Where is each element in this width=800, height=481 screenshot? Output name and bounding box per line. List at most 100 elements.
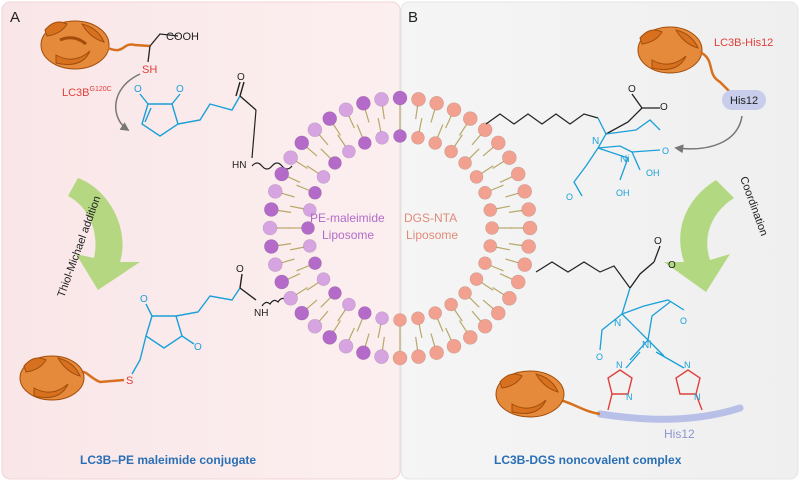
lipid-tail-outer	[295, 160, 308, 170]
lipid-head-inner	[342, 297, 356, 312]
liposome-right-line2: Liposome	[406, 228, 458, 242]
lipid-tail-inner	[495, 205, 510, 210]
lipid-tail-outer	[508, 243, 523, 247]
lipid-tail-outer	[482, 299, 495, 310]
nta-o-top: O	[628, 84, 636, 95]
lipid-tail-inner	[436, 318, 444, 332]
lipid-tail-outer	[430, 108, 436, 123]
lipid-head-inner	[375, 311, 389, 326]
lipid-tail-outer	[332, 320, 342, 333]
liposome-left-line1: PE-maleimide	[310, 211, 385, 225]
coordination-curve-arrow	[674, 115, 743, 154]
panel-b-letter: B	[408, 9, 418, 26]
lipid-tail-inner	[296, 184, 310, 192]
lipid-head-inner	[342, 144, 356, 159]
liposome-left-line2: Liposome	[322, 228, 374, 242]
attack-arrow	[115, 73, 141, 132]
lipid-head-inner	[469, 170, 484, 184]
conjugate-amide-o: O	[236, 264, 244, 275]
lipid-head-outer	[521, 239, 536, 254]
lipid-tail-outer	[364, 333, 370, 348]
lipid-tail-inner	[306, 165, 319, 175]
lipid-tail-outer	[471, 310, 482, 323]
nta-n-top: N	[592, 136, 599, 147]
maleimide-o-top: O	[176, 84, 184, 95]
lipid-head-outer	[262, 220, 278, 236]
nta-ni-top-label: Ni	[620, 154, 629, 165]
linker-bottom-right	[559, 398, 601, 416]
lipid-head-outer	[510, 274, 526, 290]
nta-o-left: O	[566, 192, 573, 202]
lipid-head-inner	[301, 221, 315, 235]
lipid-tail-inner	[490, 264, 504, 272]
imidazole-left	[607, 369, 633, 411]
lipid-tail-outer	[280, 192, 295, 198]
nta-ni-bottom	[599, 245, 685, 361]
lipid-head-inner	[478, 185, 492, 200]
lipid-tail-inner	[290, 205, 305, 210]
lipid-tail-inner	[453, 134, 463, 147]
lipid-head-outer	[502, 290, 517, 306]
lipid-head-outer	[307, 122, 323, 138]
lipid-head-inner	[428, 306, 443, 320]
nta-b-o-left: O	[596, 352, 603, 362]
lipid-tail-top-right	[485, 113, 599, 125]
lipid-head-outer	[338, 102, 354, 118]
lipid-head-outer	[462, 111, 478, 126]
lipid-tail-outer	[482, 146, 495, 157]
lipid-head-outer	[294, 135, 310, 151]
lipid-head-outer	[374, 92, 389, 107]
lipid-head-outer	[477, 122, 493, 138]
protein-bottom-left	[19, 355, 85, 401]
conjugate-o-top: O	[140, 294, 148, 305]
lipid-head-inner	[483, 203, 498, 217]
lipid-head-outer	[274, 166, 290, 182]
linker-top-right	[699, 50, 731, 93]
nta-b-o-top: O	[654, 236, 662, 247]
lipid-tail-inner	[337, 309, 347, 322]
reaction-arrow-a	[68, 178, 140, 290]
lipid-head-outer	[517, 257, 533, 272]
lipid-tail-inner	[320, 296, 332, 308]
lipid-head-inner	[411, 311, 425, 326]
nh-label: NH	[254, 308, 268, 319]
lipid-tail-outer	[415, 336, 419, 351]
lipid-tail-inner	[490, 184, 504, 192]
lipid-head-inner	[411, 130, 425, 145]
lipid-tail-outer	[305, 146, 318, 157]
lipid-head-outer	[411, 92, 426, 107]
imidazole-n-1: N	[616, 360, 623, 370]
lipid-tail-outer	[381, 336, 385, 351]
sh-bond	[147, 45, 151, 63]
lipid-tail-outer	[499, 175, 514, 183]
lipid-tail-inner	[495, 246, 510, 251]
caption-a: LC3B–PE maleimide conjugate	[80, 453, 256, 467]
lipid-head-outer	[522, 220, 538, 236]
protein-top-left	[40, 20, 110, 70]
nta-b-n: N	[614, 318, 621, 329]
ni-imidazole-bond-2	[655, 351, 685, 369]
lipid-head-outer	[322, 330, 338, 345]
lipid-head-inner	[469, 272, 484, 286]
lipid-tail-outer	[280, 258, 295, 264]
lipid-head-outer	[267, 184, 283, 199]
lipid-head-outer	[411, 349, 426, 364]
his-tag-pill	[722, 90, 766, 110]
lipid-tail-outer	[277, 209, 292, 213]
protein-bottom-right	[495, 370, 565, 418]
lipid-head-outer	[392, 90, 408, 106]
lipid-tail-inner	[377, 323, 382, 338]
lipid-tail-inner	[356, 124, 364, 138]
nta-oh-2: OH	[616, 188, 630, 198]
lipid-head-outer	[392, 350, 408, 366]
lipid-head-outer	[322, 111, 338, 126]
s-label: S	[126, 375, 133, 387]
liposome-right-line1: DGS-NTA	[404, 211, 457, 225]
lipid-tail-outer	[505, 192, 520, 198]
lipid-tail-outer	[445, 327, 453, 342]
his-tag-label: His12	[730, 95, 758, 107]
lipid-head-outer	[338, 338, 354, 354]
lipid-head-outer	[294, 305, 310, 321]
lipid-head-inner	[444, 297, 458, 312]
